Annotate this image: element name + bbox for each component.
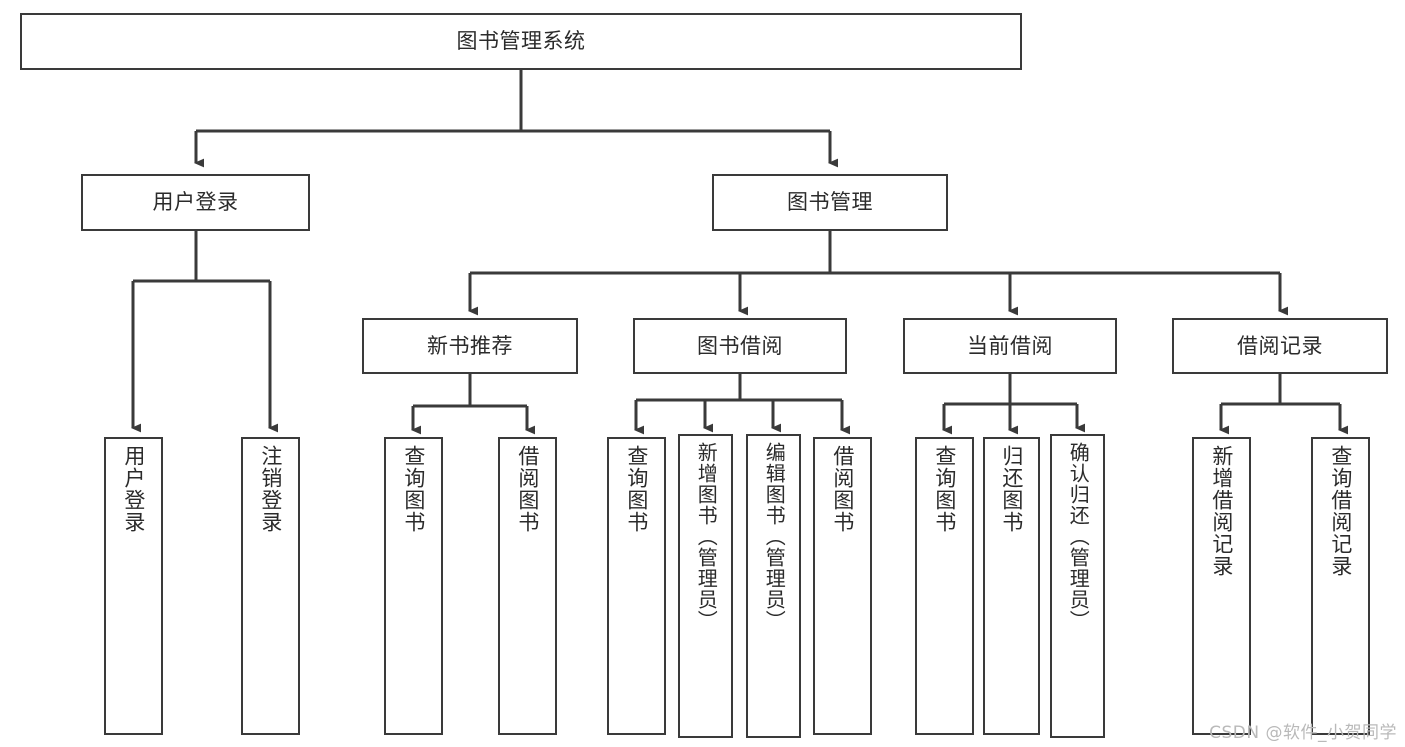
leaf-query-book-2[interactable]: 查询图书 (607, 437, 666, 735)
node-borrow-record-label: 借阅记录 (1237, 333, 1323, 358)
leaf-return-book-label: 归还图书 (999, 445, 1024, 533)
leaf-add-book[interactable]: 新增图书（管理员） (678, 434, 733, 738)
node-current-borrow-label: 当前借阅 (967, 333, 1053, 358)
node-root-label: 图书管理系统 (456, 29, 586, 54)
node-new-book-rec-label: 新书推荐 (427, 333, 513, 358)
leaf-user-logout[interactable]: 注销登录 (241, 437, 300, 735)
node-book-borrow-label: 图书借阅 (697, 333, 783, 358)
leaf-query-record[interactable]: 查询借阅记录 (1311, 437, 1370, 735)
leaf-confirm-return-label: 确认归还（管理员） (1066, 442, 1091, 631)
leaf-borrow-book-2-label: 借阅图书 (830, 445, 855, 533)
leaf-user-login[interactable]: 用户登录 (104, 437, 163, 735)
leaf-user-login-label: 用户登录 (121, 445, 146, 533)
leaf-return-book[interactable]: 归还图书 (983, 437, 1040, 735)
leaf-edit-book[interactable]: 编辑图书（管理员） (746, 434, 801, 738)
node-new-book-rec[interactable]: 新书推荐 (362, 318, 578, 374)
leaf-confirm-return[interactable]: 确认归还（管理员） (1050, 434, 1105, 738)
leaf-borrow-book-1-label: 借阅图书 (515, 445, 540, 533)
leaf-add-record-label: 新增借阅记录 (1209, 445, 1234, 577)
leaf-query-book-2-label: 查询图书 (624, 445, 649, 533)
node-user-login[interactable]: 用户登录 (81, 174, 310, 231)
leaf-query-book-1-label: 查询图书 (401, 445, 426, 533)
leaf-add-record[interactable]: 新增借阅记录 (1192, 437, 1251, 735)
leaf-edit-book-label: 编辑图书（管理员） (762, 442, 787, 631)
leaf-add-book-label: 新增图书（管理员） (694, 442, 719, 631)
leaf-query-book-1[interactable]: 查询图书 (384, 437, 443, 735)
node-borrow-record[interactable]: 借阅记录 (1172, 318, 1388, 374)
leaf-query-book-3[interactable]: 查询图书 (915, 437, 974, 735)
node-root[interactable]: 图书管理系统 (20, 13, 1022, 70)
leaf-user-logout-label: 注销登录 (258, 445, 283, 533)
leaf-borrow-book-1[interactable]: 借阅图书 (498, 437, 557, 735)
leaf-query-record-label: 查询借阅记录 (1328, 445, 1353, 577)
node-book-borrow[interactable]: 图书借阅 (633, 318, 847, 374)
node-book-manage[interactable]: 图书管理 (712, 174, 948, 231)
node-book-manage-label: 图书管理 (787, 190, 873, 215)
leaf-borrow-book-2[interactable]: 借阅图书 (813, 437, 872, 735)
leaf-query-book-3-label: 查询图书 (932, 445, 957, 533)
node-user-login-label: 用户登录 (152, 190, 239, 215)
node-current-borrow[interactable]: 当前借阅 (903, 318, 1117, 374)
